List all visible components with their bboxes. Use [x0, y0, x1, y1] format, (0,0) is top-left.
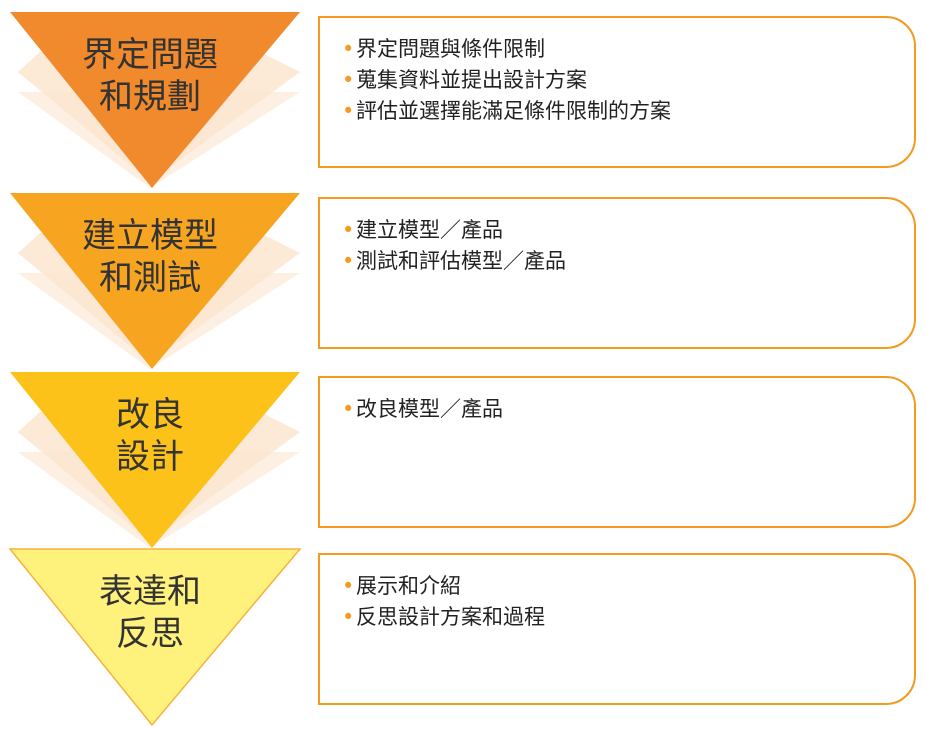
stage-4-title: 表達和 反思: [60, 571, 240, 655]
list-item: •蒐集資料並提出設計方案: [342, 65, 914, 96]
list-item: •測試和評估模型／產品: [342, 246, 914, 277]
stage-1-title-line2: 和規劃: [99, 77, 201, 117]
stage-4-triangle: [8, 548, 302, 727]
stage-3-title-line1: 改良: [116, 395, 184, 435]
stage-2-title: 建立模型 和測試: [60, 215, 240, 299]
stage-3-title: 改良 設計: [60, 394, 240, 478]
stage-3-box: •改良模型／產品: [318, 376, 916, 528]
stage-3-items: •改良模型／產品: [342, 394, 914, 425]
stage-1-triangle: [10, 12, 300, 188]
stage-1-title: 界定問題 和規劃: [60, 34, 240, 118]
stage-2-title-line2: 和測試: [99, 258, 201, 298]
bullet-icon: •: [342, 249, 355, 273]
stage-3-title-line2: 設計: [116, 437, 184, 477]
bullet-icon: •: [342, 37, 355, 61]
stage-define-and-plan: 界定問題 和規劃 •界定問題與條件限制 •蒐集資料並提出設計方案 •評估並選擇能…: [0, 12, 927, 192]
list-item: •展示和介紹: [342, 571, 914, 602]
bullet-icon: •: [342, 68, 355, 92]
list-item: •界定問題與條件限制: [342, 34, 914, 65]
stage-1-shape: [10, 12, 300, 188]
stage-improve-design: 改良 設計 •改良模型／產品: [0, 372, 927, 552]
stage-2-title-line1: 建立模型: [82, 216, 218, 256]
stage-1-title-line1: 界定問題: [82, 35, 218, 75]
stage-1-box: •界定問題與條件限制 •蒐集資料並提出設計方案 •評估並選擇能滿足條件限制的方案: [318, 16, 916, 168]
list-item: •反思設計方案和過程: [342, 602, 914, 633]
bullet-icon: •: [342, 218, 355, 242]
bullet-icon: •: [342, 574, 355, 598]
list-item: •改良模型／產品: [342, 394, 914, 425]
stage-3-triangle: [10, 372, 300, 548]
bullet-icon: •: [342, 397, 355, 421]
stage-4-title-line2: 反思: [116, 614, 184, 654]
bullet-icon: •: [342, 99, 355, 123]
list-item: •建立模型／產品: [342, 215, 914, 246]
stage-4-box: •展示和介紹 •反思設計方案和過程: [318, 553, 916, 705]
stage-build-and-test: 建立模型 和測試 •建立模型／產品 •測試和評估模型／產品: [0, 193, 927, 373]
stage-3-shape: [10, 372, 300, 548]
stage-express-and-reflect: 表達和 反思 •展示和介紹 •反思設計方案和過程: [0, 548, 927, 729]
stage-1-items: •界定問題與條件限制 •蒐集資料並提出設計方案 •評估並選擇能滿足條件限制的方案: [342, 34, 914, 127]
stage-2-items: •建立模型／產品 •測試和評估模型／產品: [342, 215, 914, 277]
stage-2-shape: [10, 193, 300, 369]
bullet-icon: •: [342, 605, 355, 629]
stage-2-triangle: [10, 193, 300, 369]
stage-4-items: •展示和介紹 •反思設計方案和過程: [342, 571, 914, 633]
stage-4-shape: [8, 548, 302, 727]
list-item: •評估並選擇能滿足條件限制的方案: [342, 96, 914, 127]
stage-4-title-line1: 表達和: [99, 572, 201, 612]
stage-2-box: •建立模型／產品 •測試和評估模型／產品: [318, 197, 916, 349]
